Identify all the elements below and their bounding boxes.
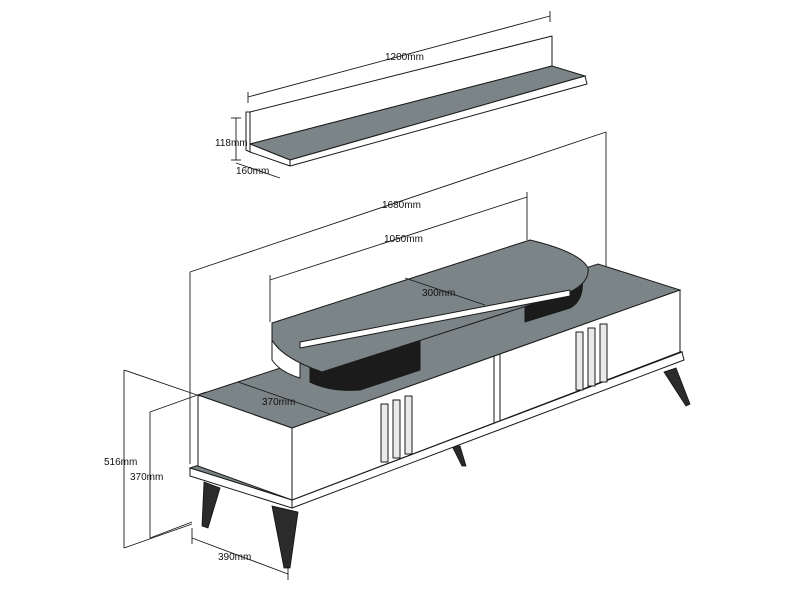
dim-label-cabinet-depth: 370mm bbox=[262, 397, 295, 408]
dimension-base-depth: 390mm bbox=[191, 528, 289, 580]
shelf-board-front bbox=[289, 75, 588, 167]
dimension-overall-height: 516mm bbox=[104, 369, 201, 549]
dim-label-top-tier-width: 1050mm bbox=[384, 234, 423, 245]
dim-label-shelf-width: 1200mm bbox=[385, 52, 424, 63]
dim-label-shelf-depth: 160mm bbox=[236, 166, 269, 177]
dimension-cabinet-depth: 370mm bbox=[237, 381, 331, 415]
front-legs bbox=[201, 481, 299, 569]
dim-label-cabinet-height: 370mm bbox=[130, 472, 163, 483]
back-legs bbox=[451, 367, 691, 467]
dim-label-base-depth: 390mm bbox=[218, 552, 251, 563]
wall-shelf bbox=[245, 35, 588, 167]
dimension-top-tier-width: 1050mm bbox=[269, 192, 528, 322]
door-handle-left bbox=[380, 395, 413, 463]
dim-label-top-tier-depth: 300mm bbox=[422, 288, 455, 299]
dim-label-unit-width: 1680mm bbox=[382, 200, 421, 211]
dimension-top-tier-depth: 300mm bbox=[404, 277, 486, 306]
top-tier bbox=[271, 239, 589, 391]
dimension-shelf-depth: 160mm bbox=[235, 162, 281, 179]
door-handle-right bbox=[575, 323, 608, 391]
dimension-unit-width: 1680mm bbox=[189, 131, 607, 464]
dimension-cabinet-height: 370mm bbox=[130, 391, 207, 539]
dimension-shelf-width: 1200mm bbox=[247, 11, 551, 103]
dim-label-shelf-height: 118mm bbox=[215, 138, 248, 149]
back-leg-right bbox=[663, 367, 691, 407]
dim-label-overall-height: 516mm bbox=[104, 457, 137, 468]
front-leg-right bbox=[271, 505, 299, 569]
back-leg-left bbox=[451, 445, 467, 467]
front-leg-left bbox=[201, 481, 221, 529]
shelf-left-edge bbox=[245, 111, 251, 153]
dimension-shelf-height: 118mm bbox=[215, 117, 248, 161]
top-tier-surface bbox=[271, 239, 589, 373]
top-tier-front-edge bbox=[299, 289, 571, 349]
